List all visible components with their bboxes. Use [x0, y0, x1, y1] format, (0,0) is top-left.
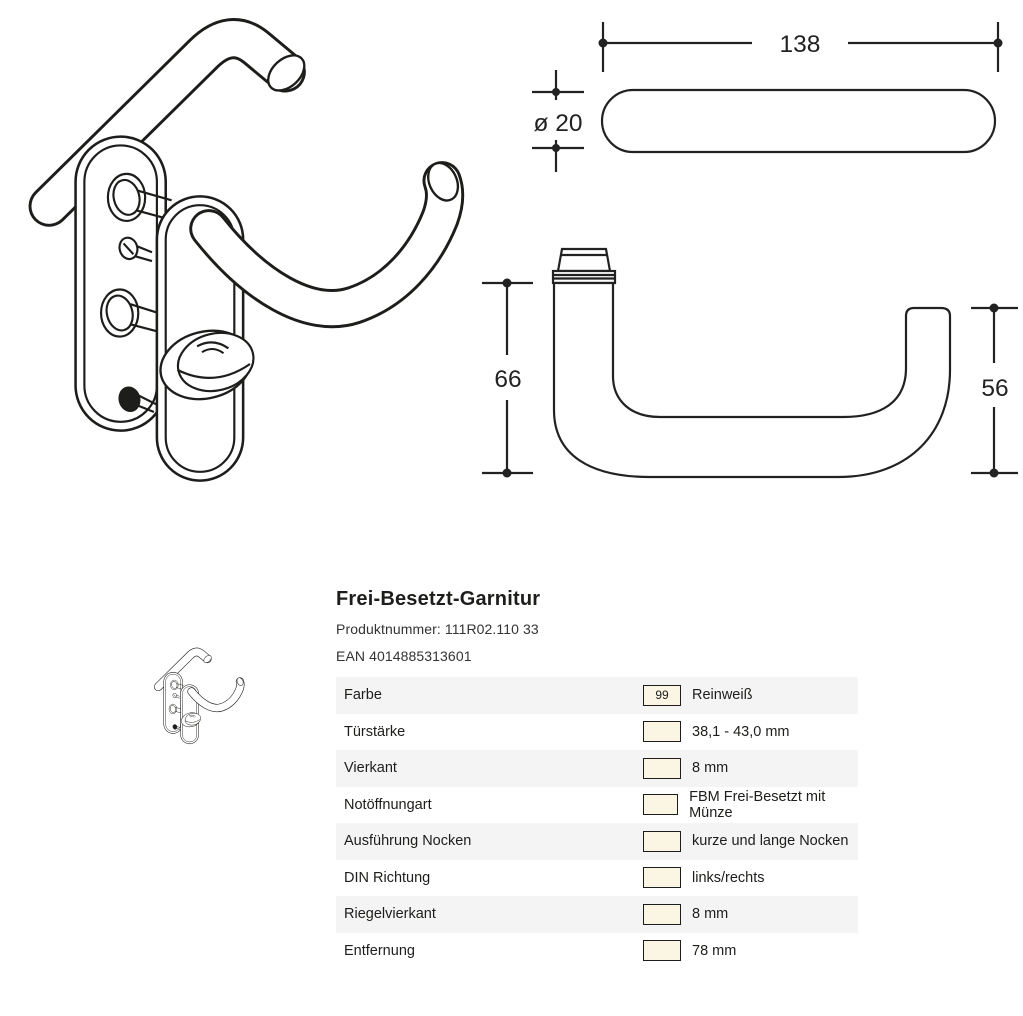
spec-value: 8 mm	[643, 903, 729, 925]
spec-row: DIN Richtung links/rechts	[336, 860, 858, 897]
spec-value-text: kurze und lange Nocken	[692, 833, 849, 850]
spec-value: 99 Reinweiß	[643, 684, 753, 706]
spec-row: Türstärke 38,1 - 43,0 mm	[336, 714, 858, 751]
spec-value-text: 8 mm	[692, 906, 729, 923]
color-swatch	[643, 757, 681, 779]
spec-value: kurze und lange Nocken	[643, 830, 849, 852]
dimension-drawing: 138 ø 20 66 56	[482, 22, 1018, 479]
spec-value: links/rechts	[643, 867, 765, 889]
spec-label: Farbe	[344, 687, 382, 704]
spec-value: 78 mm	[643, 940, 737, 962]
handle-side-view	[552, 281, 952, 479]
diameter-dimension	[532, 70, 584, 172]
spec-label: Notöffnungart	[344, 796, 432, 813]
spec-value: 38,1 - 43,0 mm	[643, 721, 790, 743]
spec-row: Ausführung Nocken kurze und lange Nocken	[336, 823, 858, 860]
spec-label: Ausführung Nocken	[344, 833, 472, 850]
spec-value: 8 mm	[643, 757, 729, 779]
dim-diameter-label: ø 20	[533, 110, 582, 137]
color-swatch	[643, 867, 681, 889]
isometric-drawing	[5, 0, 495, 530]
spec-value: FBM Frei-Besetzt mit Münze	[643, 789, 858, 821]
spec-value-text: FBM Frei-Besetzt mit Münze	[689, 788, 826, 821]
spec-row: Farbe 99 Reinweiß	[336, 677, 858, 714]
spec-row: Entfernung 78 mm	[336, 933, 858, 970]
spec-row: Notöffnungart FBM Frei-Besetzt mit Münze	[336, 787, 858, 824]
product-thumbnail	[149, 644, 251, 754]
spindle	[551, 247, 617, 285]
product-number: Produktnummer: 111R02.110 33	[336, 621, 539, 637]
spec-value-text: 8 mm	[692, 760, 729, 777]
color-swatch	[643, 721, 681, 743]
spec-label: Entfernung	[344, 942, 415, 959]
spec-table: Farbe 99 Reinweiß Türstärke 38,1 - 43,0 …	[336, 677, 858, 969]
spec-value-text: 38,1 - 43,0 mm	[692, 723, 790, 740]
product-ean: EAN 4014885313601	[336, 648, 472, 664]
handle-top-view	[600, 88, 997, 154]
dim-grip-height-label: 66	[494, 366, 521, 393]
length-dimension	[598, 22, 1003, 72]
color-swatch	[643, 903, 681, 925]
product-title: Frei-Besetzt-Garnitur	[336, 588, 541, 610]
grip-height-dimension	[482, 278, 533, 478]
spec-label: Vierkant	[344, 760, 397, 777]
spec-value-text: Reinweiß	[692, 687, 753, 704]
color-swatch: 99	[643, 684, 681, 706]
dim-length-label: 138	[780, 31, 821, 58]
spec-label: Türstärke	[344, 723, 406, 740]
color-swatch	[643, 940, 681, 962]
spec-label: Riegelvierkant	[344, 906, 436, 923]
spec-label: DIN Richtung	[344, 869, 431, 886]
spec-value-text: links/rechts	[692, 869, 765, 886]
spec-value-text: 78 mm	[692, 942, 737, 959]
color-swatch	[643, 830, 681, 852]
spec-row: Vierkant 8 mm	[336, 750, 858, 787]
arm-height-dimension	[971, 303, 1018, 478]
dim-arm-height-label: 56	[981, 375, 1008, 402]
color-swatch	[643, 794, 679, 816]
spec-row: Riegelvierkant 8 mm	[336, 896, 858, 933]
